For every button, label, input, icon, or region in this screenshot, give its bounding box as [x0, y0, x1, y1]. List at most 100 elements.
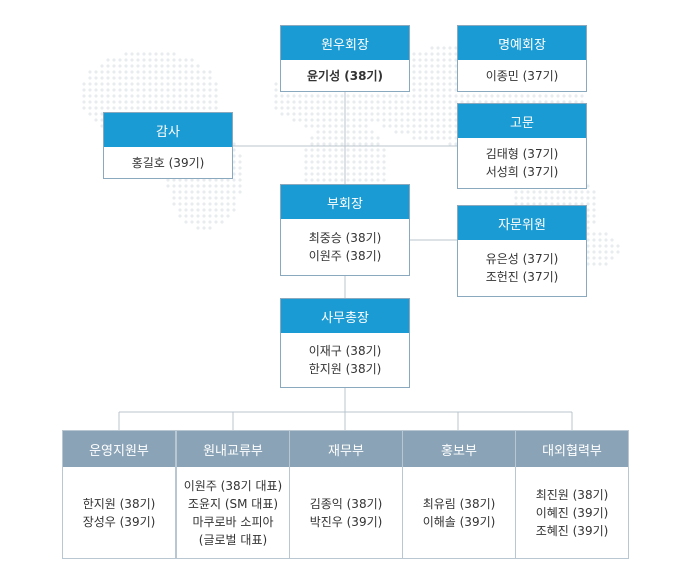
- map-dot: [610, 256, 614, 260]
- map-dot: [448, 106, 452, 110]
- map-dot: [196, 214, 200, 218]
- advisor-box: 고문 김태형 (37기) 서성희 (37기): [457, 103, 587, 189]
- map-dot: [586, 190, 590, 194]
- map-dot: [346, 172, 350, 176]
- map-dot: [358, 94, 362, 98]
- map-dot: [454, 64, 458, 68]
- map-dot: [604, 262, 608, 266]
- map-dot: [190, 220, 194, 224]
- map-dot: [448, 52, 452, 56]
- map-dot: [418, 100, 422, 104]
- map-dot: [202, 70, 206, 74]
- map-dot: [550, 202, 554, 206]
- map-dot: [442, 52, 446, 56]
- map-dot: [598, 238, 602, 242]
- map-dot: [322, 160, 326, 164]
- map-dot: [430, 82, 434, 86]
- map-dot: [448, 46, 452, 50]
- map-dot: [202, 208, 206, 212]
- map-dot: [454, 124, 458, 128]
- map-dot: [364, 130, 368, 134]
- map-dot: [448, 64, 452, 68]
- map-dot: [358, 166, 362, 170]
- map-dot: [424, 70, 428, 74]
- map-dot: [130, 88, 134, 92]
- map-dot: [178, 70, 182, 74]
- map-dot: [556, 202, 560, 206]
- map-dot: [136, 88, 140, 92]
- map-dot: [334, 94, 338, 98]
- map-dot: [574, 94, 578, 98]
- map-dot: [490, 100, 494, 104]
- map-dot: [496, 100, 500, 104]
- map-dot: [340, 94, 344, 98]
- map-dot: [454, 118, 458, 122]
- map-dot: [430, 112, 434, 116]
- map-dot: [340, 130, 344, 134]
- map-dot: [298, 94, 302, 98]
- map-dot: [370, 100, 374, 104]
- map-dot: [514, 196, 518, 200]
- map-dot: [286, 112, 290, 116]
- map-dot: [610, 238, 614, 242]
- map-dot: [148, 82, 152, 86]
- map-dot: [364, 124, 368, 128]
- map-dot: [448, 70, 452, 74]
- map-dot: [448, 88, 452, 92]
- map-dot: [124, 88, 128, 92]
- map-dot: [412, 124, 416, 128]
- map-dot: [220, 190, 224, 194]
- map-dot: [214, 196, 218, 200]
- map-dot: [610, 250, 614, 254]
- map-dot: [292, 100, 296, 104]
- map-dot: [142, 58, 146, 62]
- map-dot: [172, 184, 176, 188]
- map-dot: [382, 100, 386, 104]
- map-dot: [292, 118, 296, 122]
- map-dot: [346, 154, 350, 158]
- map-dot: [322, 136, 326, 140]
- map-dot: [562, 202, 566, 206]
- map-dot: [286, 94, 290, 98]
- map-dot: [484, 94, 488, 98]
- map-dot: [364, 148, 368, 152]
- map-dot: [604, 244, 608, 248]
- map-dot: [346, 142, 350, 146]
- map-dot: [184, 82, 188, 86]
- map-dot: [208, 202, 212, 206]
- map-dot: [508, 94, 512, 98]
- map-dot: [124, 82, 128, 86]
- map-dot: [214, 208, 218, 212]
- map-dot: [442, 112, 446, 116]
- map-dot: [358, 112, 362, 116]
- map-dot: [448, 112, 452, 116]
- map-dot: [184, 106, 188, 110]
- map-dot: [538, 94, 542, 98]
- map-dot: [310, 106, 314, 110]
- map-dot: [160, 64, 164, 68]
- map-dot: [202, 214, 206, 218]
- map-dot: [430, 94, 434, 98]
- map-dot: [580, 100, 584, 104]
- map-dot: [454, 82, 458, 86]
- map-dot: [184, 220, 188, 224]
- map-dot: [448, 82, 452, 86]
- map-dot: [562, 94, 566, 98]
- map-dot: [322, 154, 326, 158]
- map-dot: [304, 166, 308, 170]
- map-dot: [358, 154, 362, 158]
- map-dot: [424, 52, 428, 56]
- map-dot: [172, 76, 176, 80]
- map-dot: [178, 190, 182, 194]
- map-dot: [412, 70, 416, 74]
- map-dot: [388, 106, 392, 110]
- map-dot: [280, 112, 284, 116]
- map-dot: [220, 220, 224, 224]
- map-dot: [544, 190, 548, 194]
- map-dot: [178, 76, 182, 80]
- map-dot: [304, 148, 308, 152]
- map-dot: [166, 184, 170, 188]
- map-dot: [310, 178, 314, 182]
- map-dot: [196, 208, 200, 212]
- map-dot: [424, 136, 428, 140]
